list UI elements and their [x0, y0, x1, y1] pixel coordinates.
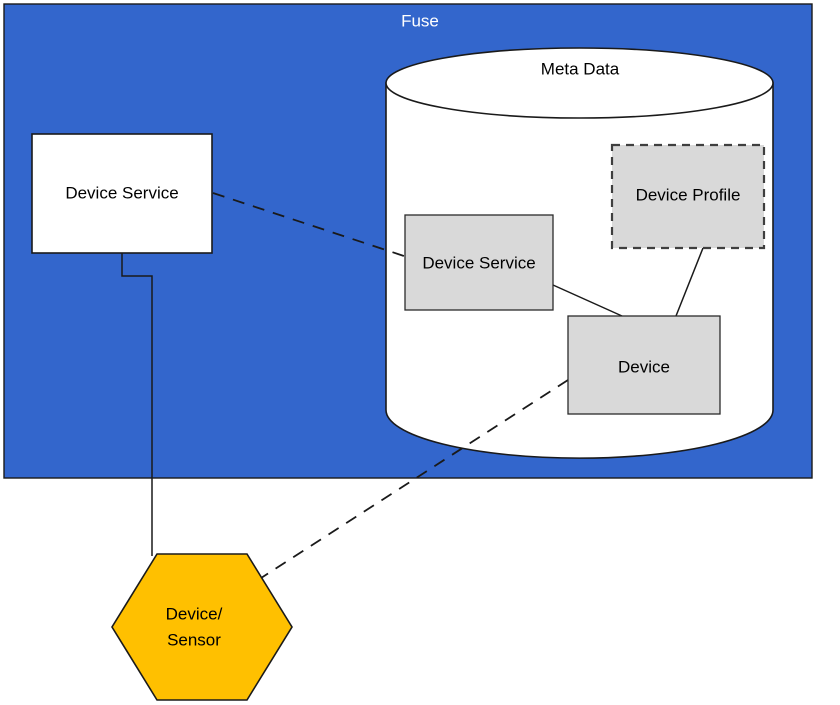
- connector-ds-meta-to-device-meta[interactable]: [552, 284, 623, 317]
- node-device-sensor[interactable]: Device/ Sensor: [111, 553, 293, 701]
- node-device-sensor-label-line2: Sensor: [167, 630, 221, 649]
- meta-data-label: Meta Data: [541, 59, 620, 78]
- node-device-profile-meta-label: Device Profile: [636, 185, 741, 204]
- node-device-service-meta-rect[interactable]: [404, 214, 554, 311]
- node-device-profile-meta-rect[interactable]: [610, 143, 766, 250]
- fuse-container-label: Fuse: [401, 11, 439, 30]
- node-device-sensor-hexagon[interactable]: [111, 553, 293, 701]
- node-device-meta-label: Device: [618, 357, 670, 376]
- node-device-service-external-rect[interactable]: [31, 133, 213, 254]
- node-device-service-external[interactable]: Device Service: [31, 133, 213, 254]
- node-device-service-meta[interactable]: Device Service: [404, 214, 554, 311]
- node-device-service-external-label: Device Service: [65, 183, 178, 202]
- connector-device-profile-to-device-meta[interactable]: [675, 247, 704, 317]
- node-device-sensor-label-line1: Device/: [166, 604, 223, 623]
- node-device-profile-meta[interactable]: Device Profile: [610, 143, 766, 250]
- node-device-meta-rect[interactable]: [567, 315, 721, 415]
- connector-ds-external-to-device-sensor[interactable]: [121, 253, 153, 556]
- meta-data-cylinder-top[interactable]: [385, 47, 774, 119]
- node-device-service-meta-label: Device Service: [422, 253, 535, 272]
- node-device-meta[interactable]: Device: [567, 315, 721, 415]
